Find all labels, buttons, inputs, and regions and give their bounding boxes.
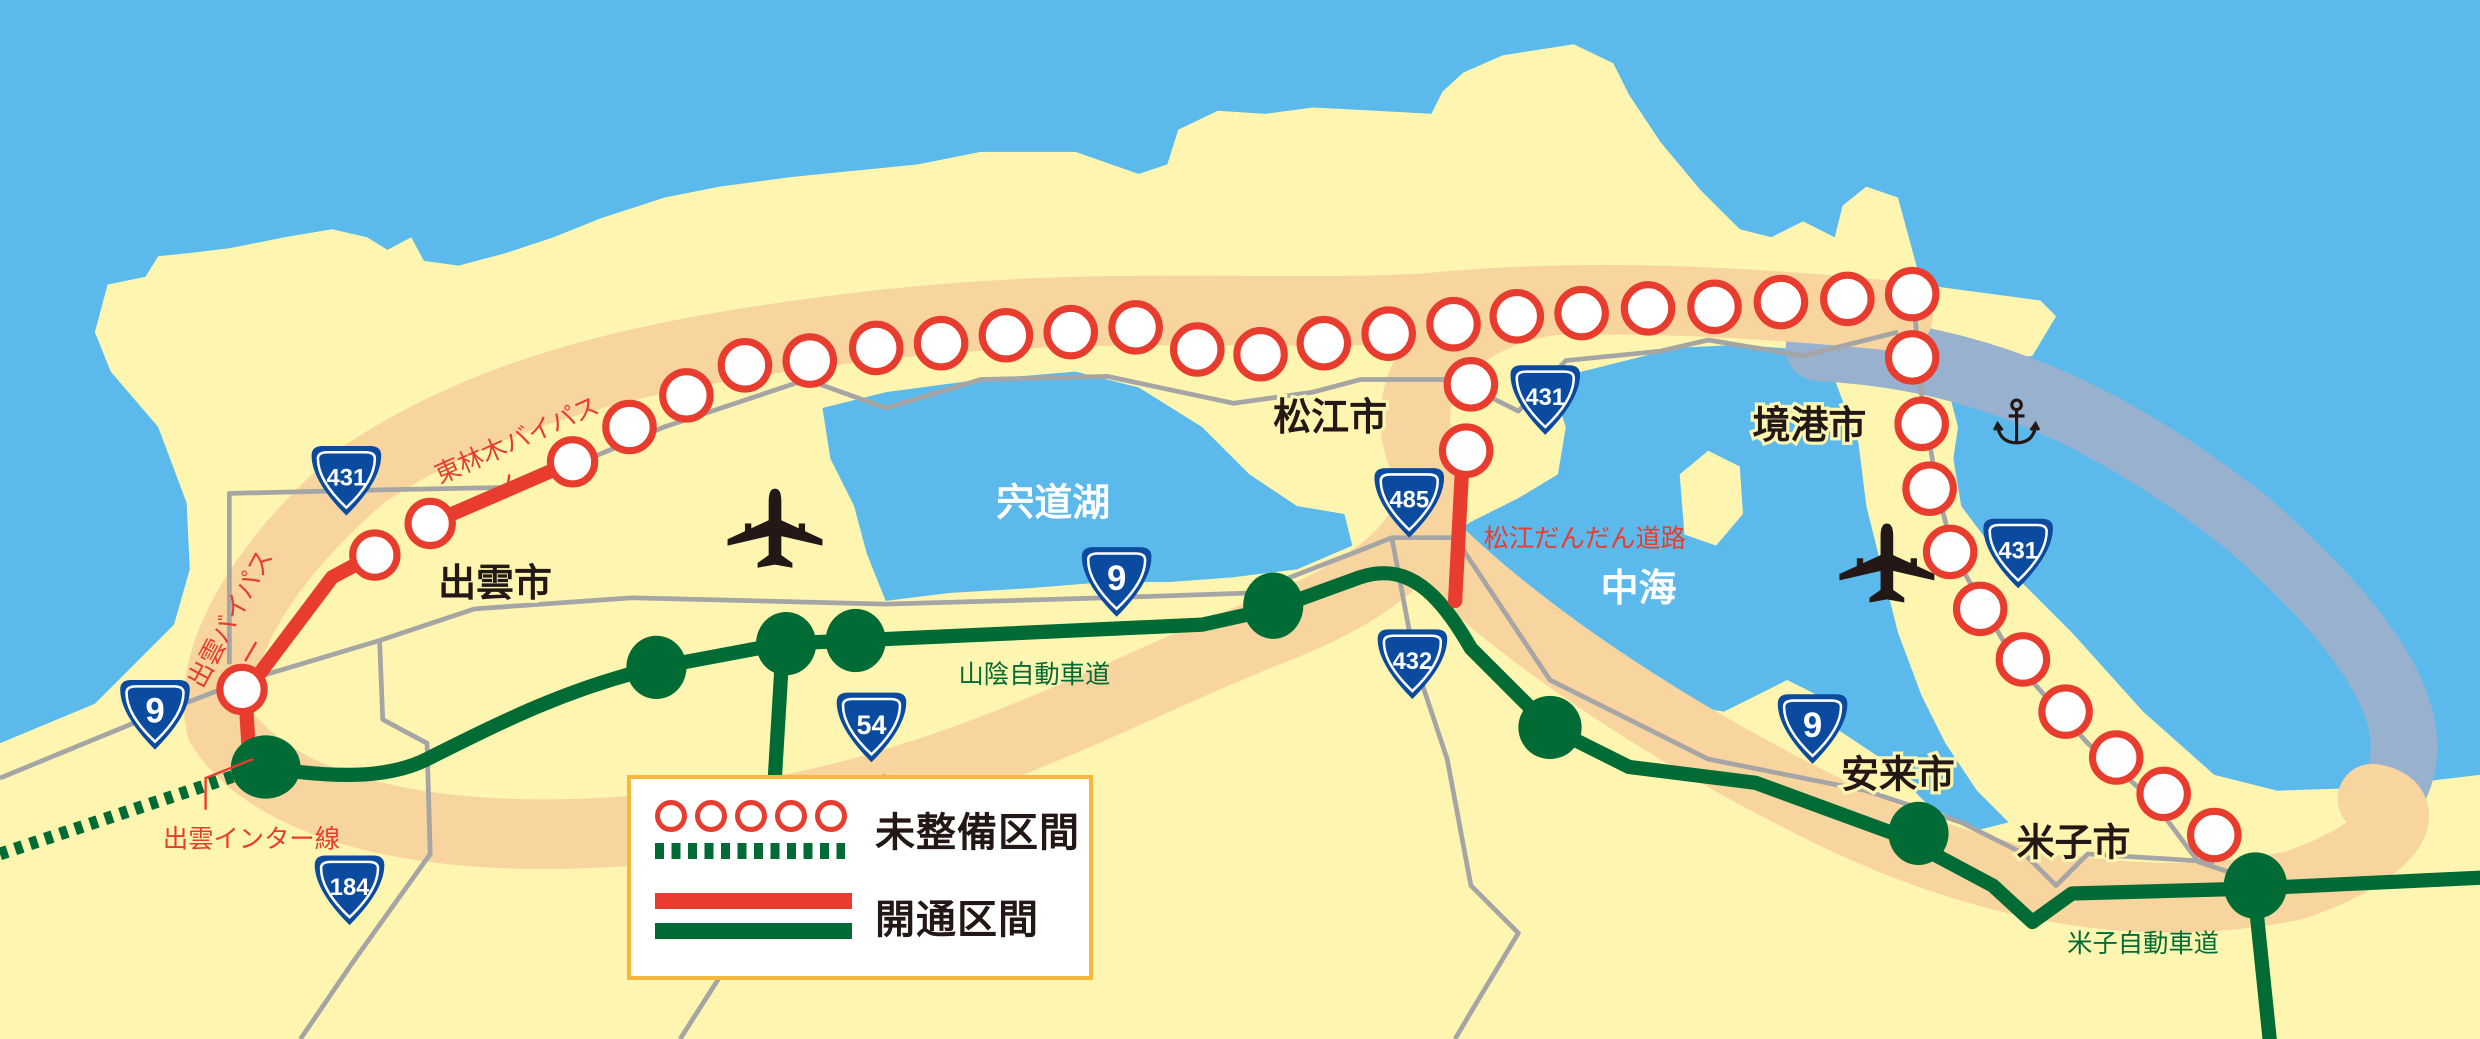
label-shinji-lake: 宍道湖 bbox=[996, 481, 1110, 525]
svg-text:431: 431 bbox=[1998, 538, 2038, 564]
green-line-icon bbox=[655, 923, 852, 939]
route-431-shield-west: 431 bbox=[311, 445, 382, 516]
land-daikon-island-2 bbox=[1679, 450, 1743, 546]
higashibayashigi-leader bbox=[504, 474, 511, 499]
airplane-icon bbox=[1839, 523, 1935, 603]
legend-unimproved: 未整備区間 bbox=[655, 799, 1080, 859]
svg-text:9: 9 bbox=[1803, 707, 1822, 745]
izumo-inter-leader bbox=[204, 757, 254, 810]
ring-icon bbox=[655, 800, 687, 832]
label-yonago-expressway: 米子自動車道 bbox=[2067, 929, 2219, 958]
legend-opened-swatch bbox=[655, 893, 855, 939]
shinji-lake bbox=[822, 371, 1353, 601]
route-9-shield-east: 9 bbox=[1777, 694, 1848, 764]
ring-icon bbox=[815, 800, 847, 832]
label-matsue-dandan-road: 松江だんだん道路 bbox=[1484, 524, 1686, 553]
route-485-shield: 485 bbox=[1374, 468, 1445, 538]
dashed-line-icon bbox=[655, 843, 845, 859]
legend-unimproved-swatch bbox=[655, 799, 855, 859]
city-sakaiminato: 境港市 bbox=[1752, 403, 1866, 447]
interchanges bbox=[230, 572, 2288, 919]
label-izumo-inter-line: 出雲インター線 bbox=[163, 825, 340, 854]
svg-text:9: 9 bbox=[145, 693, 164, 731]
city-yasugi: 安来市 bbox=[1841, 753, 1955, 797]
route-431-shield-east: 431 bbox=[1983, 518, 2053, 589]
route-432-shield: 432 bbox=[1377, 629, 1448, 699]
higashibayashigi-bypass bbox=[423, 454, 580, 531]
svg-text:432: 432 bbox=[1393, 649, 1433, 675]
city-matsue: 松江市 bbox=[1273, 395, 1387, 439]
route-54-shield: 54 bbox=[836, 692, 907, 763]
route-431-shield-matsue: 431 bbox=[1510, 365, 1581, 435]
expressway-planned-west bbox=[0, 760, 263, 860]
svg-text:431: 431 bbox=[327, 466, 367, 492]
map-legend: 未整備区間 開通区間 bbox=[627, 775, 1093, 980]
svg-text:431: 431 bbox=[1525, 385, 1565, 411]
ring-icon bbox=[775, 800, 807, 832]
svg-text:9: 9 bbox=[1107, 560, 1126, 598]
legend-opened-label: 開通区間 bbox=[875, 897, 1039, 943]
ring-icon bbox=[695, 800, 727, 832]
red-line-icon bbox=[655, 893, 852, 909]
route-9-shield-center: 9 bbox=[1081, 547, 1152, 617]
anchor-icon bbox=[1993, 398, 2041, 445]
nakaumi-lake bbox=[1431, 344, 2009, 831]
corridor-band-east bbox=[1388, 502, 2429, 933]
city-yonago: 米子市 bbox=[2017, 821, 2131, 865]
route-9-shield-west: 9 bbox=[120, 680, 190, 750]
airplane-icon bbox=[727, 488, 823, 568]
city-izumo: 出雲市 bbox=[438, 561, 552, 605]
unimproved-section-markers bbox=[216, 266, 2242, 863]
ring-icon bbox=[735, 800, 767, 832]
label-nakaumi: 中海 bbox=[1601, 566, 1677, 610]
corridor-band-south bbox=[186, 265, 1585, 869]
label-sanin-expressway: 山陰自動車道 bbox=[958, 660, 1110, 689]
izumo-bypass-leader bbox=[244, 641, 258, 662]
svg-text:54: 54 bbox=[857, 710, 887, 740]
land-yumigahama bbox=[1834, 360, 2128, 791]
route-184-shield: 184 bbox=[314, 855, 385, 926]
legend-unimproved-label: 未整備区間 bbox=[875, 810, 1080, 856]
corridor-band-sea bbox=[1785, 314, 2438, 832]
legend-opened: 開通区間 bbox=[655, 887, 1039, 945]
svg-text:485: 485 bbox=[1389, 488, 1429, 514]
svg-text:184: 184 bbox=[330, 875, 370, 901]
